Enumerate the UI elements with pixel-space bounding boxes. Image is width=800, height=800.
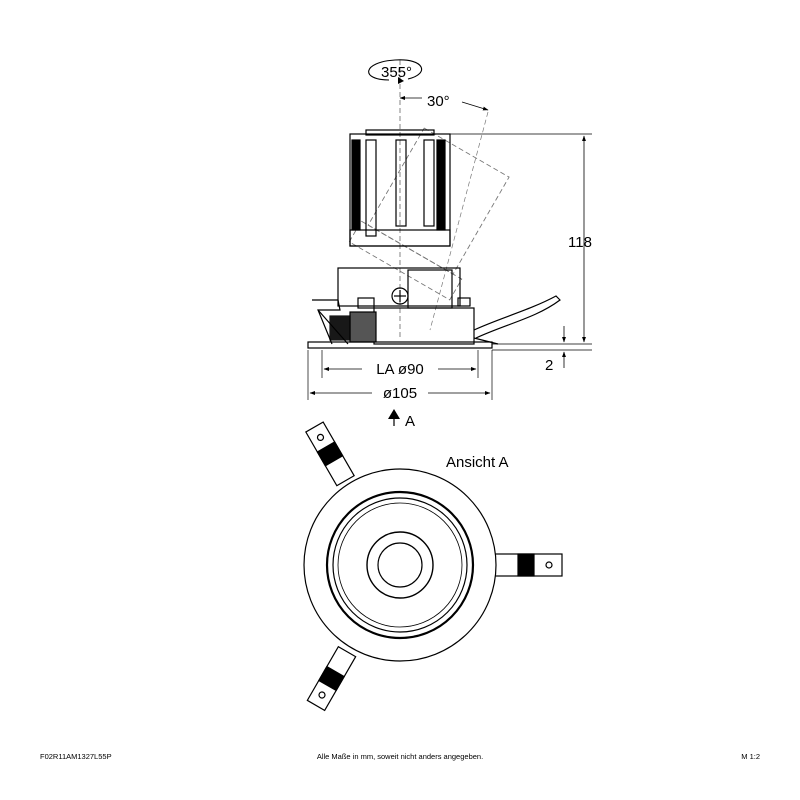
height-label: 118 — [568, 234, 592, 251]
lens-outer — [366, 531, 434, 599]
view-arrow-icon — [388, 409, 400, 419]
spring-clip-right — [473, 295, 561, 339]
pivot-screw — [391, 287, 409, 305]
spring-arm-right — [491, 553, 563, 577]
dimension-note: Alle Maße in mm, soweit nicht anders ang… — [316, 752, 484, 761]
outer-diameter-label: ø105 — [383, 385, 417, 402]
rotation-arrow — [368, 59, 423, 81]
view-title: Ansicht A — [446, 454, 509, 471]
cutout-diameter-label: LA ø90 — [376, 361, 424, 378]
spring-clip-left — [312, 299, 341, 345]
rotation-label: 355° — [381, 64, 412, 81]
lens-inner — [377, 542, 423, 588]
yoke — [337, 267, 461, 307]
housing — [373, 307, 475, 345]
spring-arm-top — [305, 421, 355, 487]
side-view — [307, 59, 592, 426]
flange-thickness-label: 2 — [545, 357, 553, 374]
product-code: F02R11AM1327L55P — [40, 752, 112, 761]
tilt-angle-label: 30° — [427, 93, 450, 110]
view-arrow-label: A — [405, 413, 415, 430]
bottom-view — [303, 421, 563, 712]
spring-arm-bottom — [306, 645, 357, 712]
scale-label: M 1:2 — [741, 752, 760, 761]
outer-flange-ring — [303, 468, 497, 662]
flange — [307, 341, 493, 349]
